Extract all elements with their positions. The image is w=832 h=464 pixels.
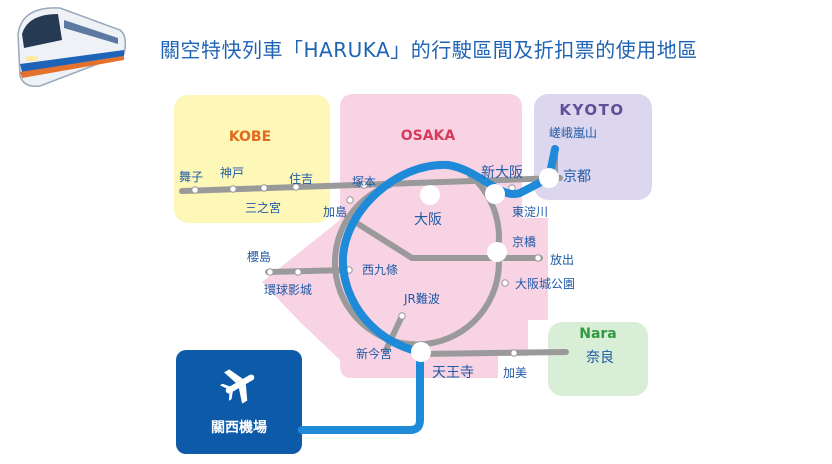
- kyoto-region: [534, 94, 652, 200]
- label-osakajokoen: 大阪城公園: [515, 277, 575, 291]
- station-osaka-marker: [420, 185, 440, 205]
- kobe-region-label: KOBE: [229, 129, 271, 145]
- label-kyoto: 京都: [563, 169, 591, 185]
- label-maiko: 舞子: [179, 170, 203, 184]
- osaka-region-label: OSAKA: [401, 128, 456, 144]
- stop-kashima: [346, 196, 354, 204]
- stop-kobe: [229, 185, 237, 193]
- station-tennoji-marker: [411, 342, 431, 362]
- stop-kami: [510, 349, 518, 357]
- haruka-line: [298, 145, 559, 434]
- osaka-loop-east: [467, 172, 502, 253]
- namba-line: [383, 313, 405, 353]
- stop-osakajokoen: [501, 279, 509, 287]
- label-nara: 奈良: [586, 350, 614, 366]
- train-icon: [17, 7, 127, 88]
- label-nishikujo: 西九條: [362, 263, 398, 277]
- nara-region-label: Nara: [579, 326, 617, 342]
- label-kami: 加美: [503, 366, 527, 380]
- label-jr-namba: JR難波: [403, 291, 440, 306]
- label-osaka: 大阪: [414, 212, 442, 228]
- label-higashiyodogawa: 東淀川: [512, 205, 548, 219]
- station-kyoto-marker: [539, 168, 559, 188]
- major-stations: [411, 168, 559, 362]
- label-sagaarashiyama: 嵯峨嵐山: [549, 126, 597, 140]
- stop-hanaten: [534, 254, 542, 262]
- sakurajima-line: [265, 267, 351, 275]
- label-universal: 環球影城: [264, 283, 312, 297]
- yamatoji-line: [419, 349, 569, 357]
- airplane-icon: [219, 369, 255, 404]
- label-kashima: 加島: [323, 204, 347, 219]
- label-tsukamoto: 塚本: [352, 175, 376, 189]
- label-kobe: 神戸: [220, 166, 244, 180]
- label-sumiyoshi: 住吉: [289, 172, 313, 186]
- page-title: 關空特快列車「HARUKA」的行駛區間及折扣票的使用地區: [160, 38, 698, 62]
- stop-jr-namba: [398, 312, 406, 320]
- label-hanaten: 放出: [550, 252, 574, 267]
- station-labels: 舞子 神戸 住吉 三之宮 塚本 加島 新大阪 大阪 東淀川 京都 嵯峨嵐山 京橋…: [179, 126, 614, 381]
- station-kyobashi-marker: [487, 242, 507, 262]
- label-shin-imamiya: 新今宮: [356, 346, 392, 361]
- stop-sakurajima: [266, 268, 274, 276]
- kansai-airport[interactable]: 關西機場: [176, 350, 302, 454]
- stop-tsukamoto: [360, 181, 368, 189]
- stop-sumiyoshi: [292, 183, 300, 191]
- label-tennoji: 天王寺: [432, 365, 474, 381]
- stop-sannomiya: [260, 184, 268, 192]
- stop-maiko: [191, 186, 199, 194]
- stop-universal: [294, 268, 302, 276]
- kyoto-region-label: KYOTO: [559, 101, 624, 119]
- nara-region: [548, 322, 648, 396]
- osaka-region: [262, 94, 548, 378]
- label-sannomiya: 三之宮: [245, 200, 281, 215]
- station-shin-osaka-marker: [485, 184, 505, 204]
- label-sakurajima: 櫻島: [247, 249, 271, 264]
- airport-label: 關西機場: [211, 419, 267, 436]
- label-kyobashi: 京橋: [512, 235, 536, 249]
- label-shin-osaka: 新大阪: [481, 165, 523, 181]
- kobe-line: [179, 175, 563, 194]
